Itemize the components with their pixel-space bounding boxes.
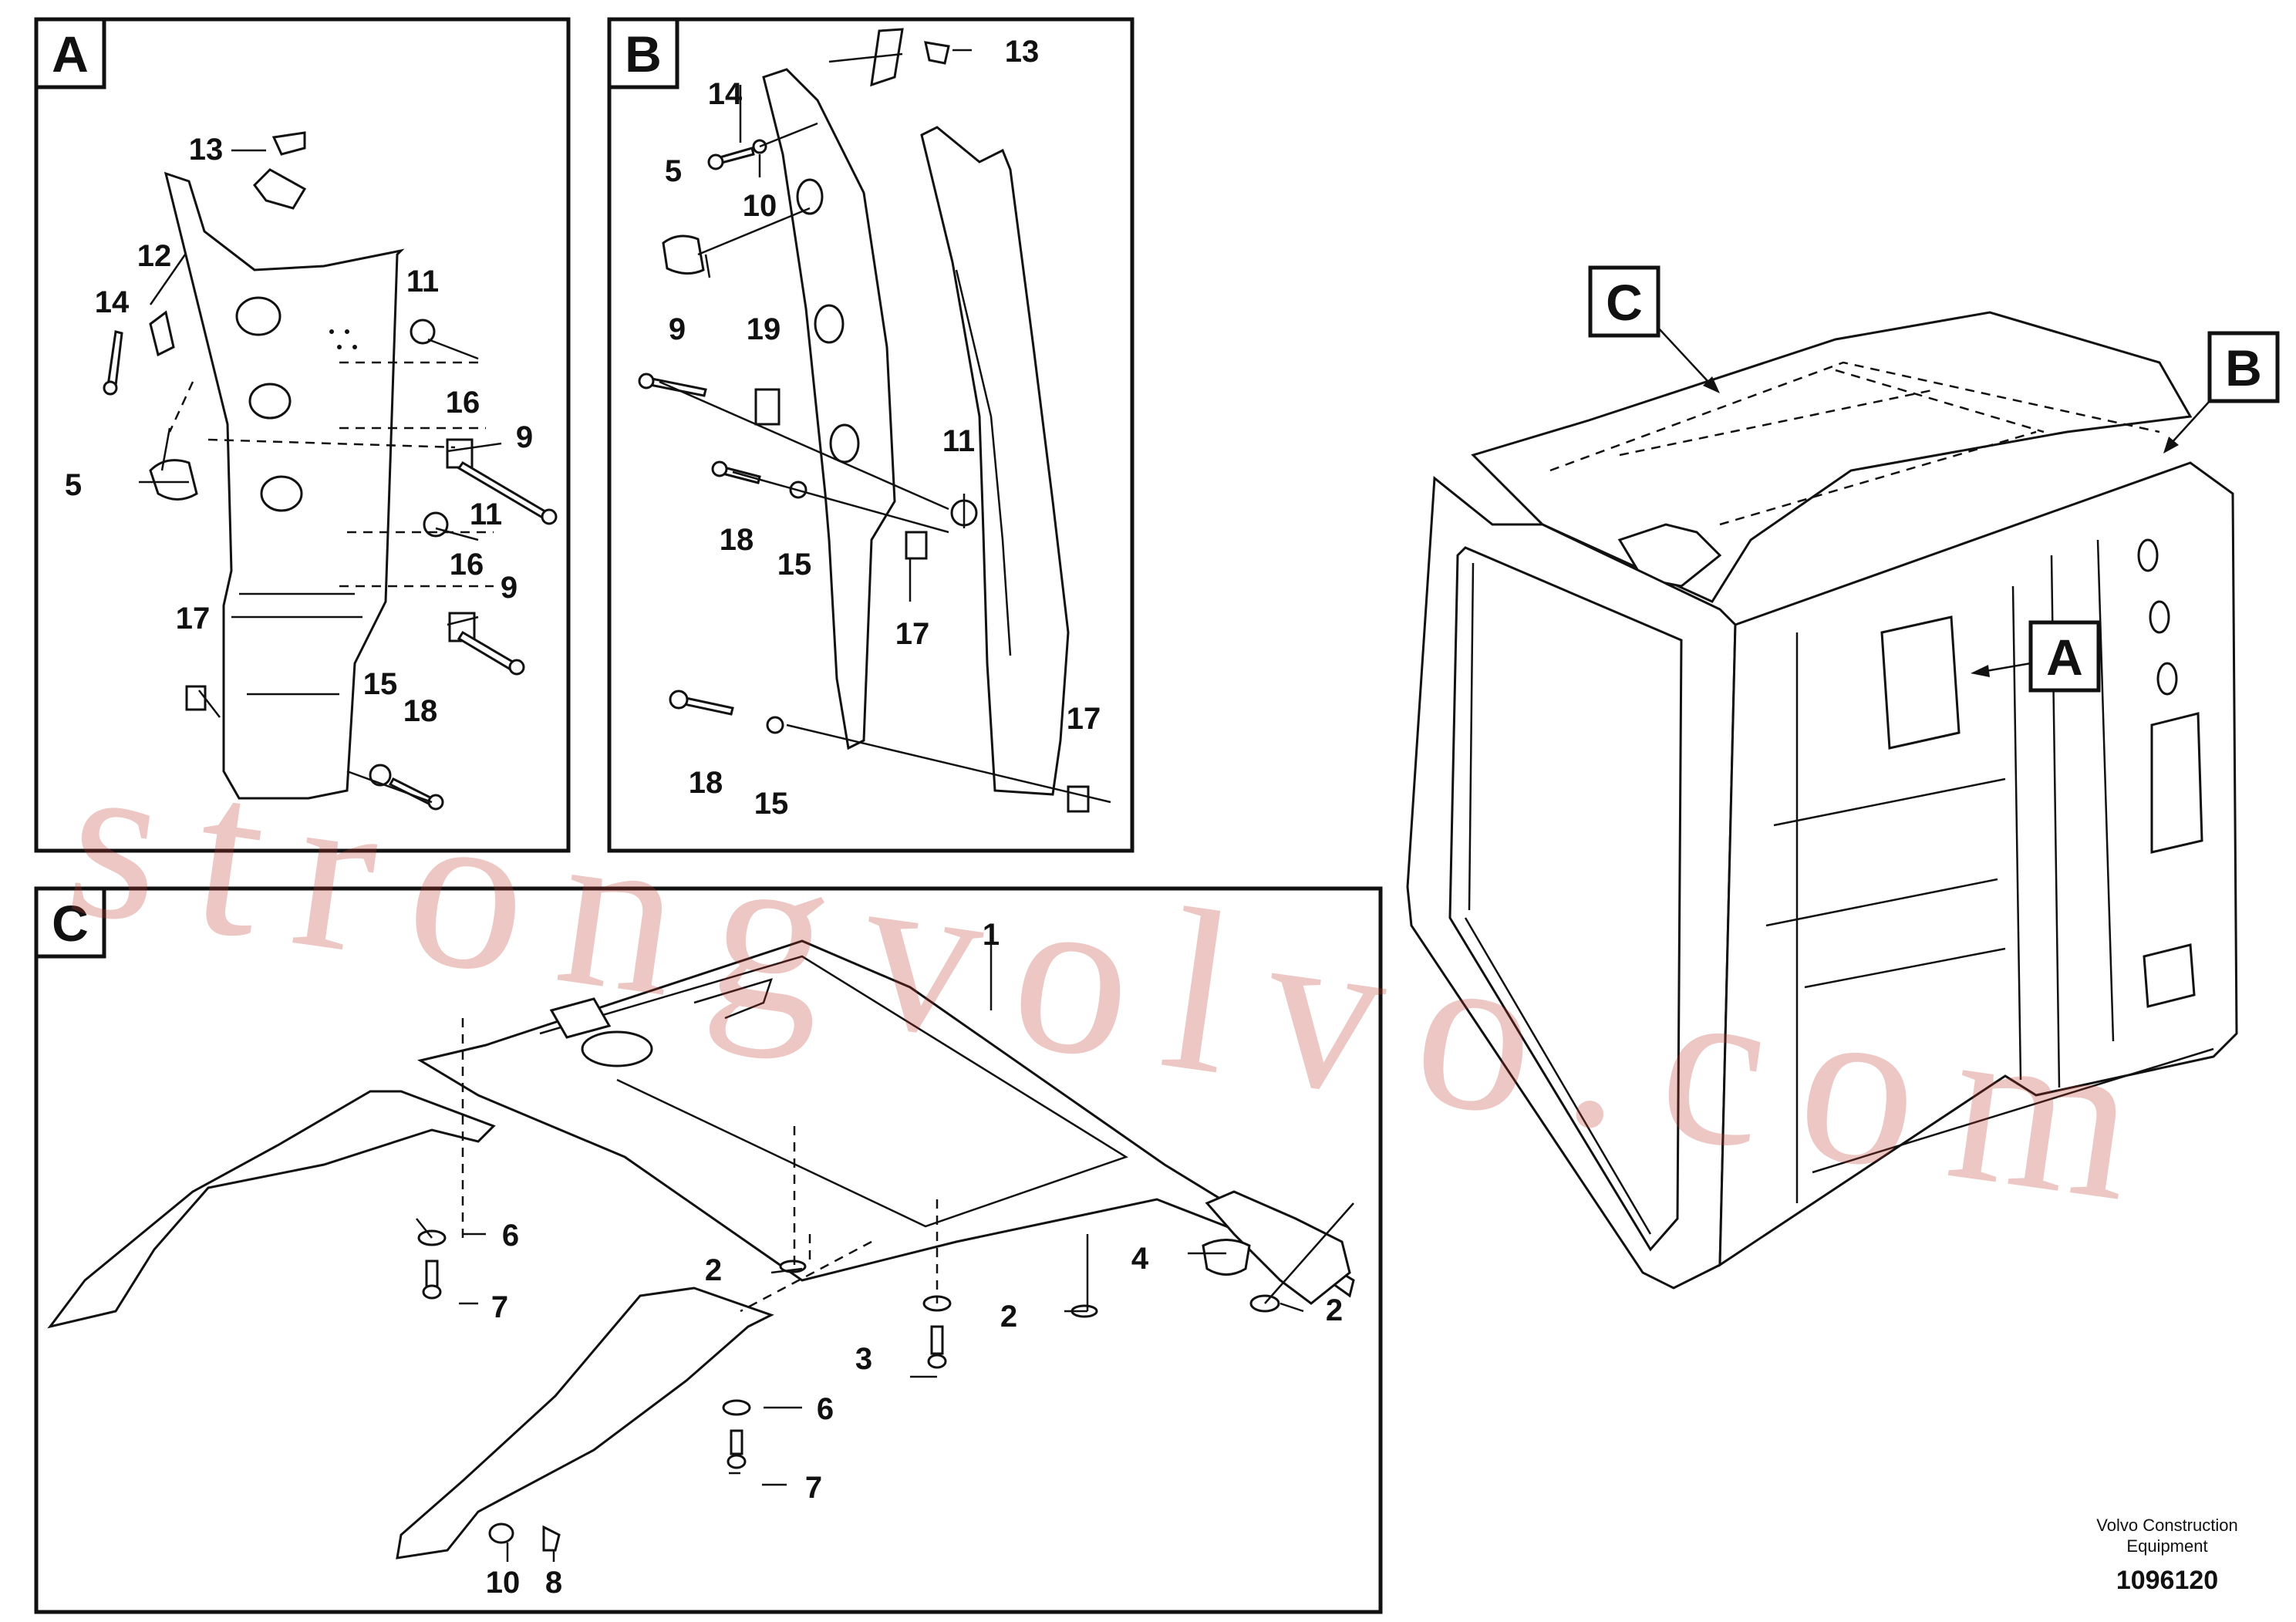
callout-label: 16 [446,386,480,420]
clip-icon [271,131,306,156]
callout-label: 11 [470,497,502,531]
dome-light-icon [1202,1239,1251,1276]
callout-label: 11 [406,265,439,298]
callout-label: 5 [65,468,82,502]
callout-label: 17 [895,617,930,651]
callout-label: 9 [501,571,518,605]
callout-label: 6 [817,1392,834,1426]
callout-label: 15 [777,548,812,582]
callout-label: 17 [176,602,211,636]
spacer-icon [754,388,781,426]
callout-label: 15 [363,667,398,701]
callout-label: 10 [486,1566,521,1600]
callout-label: 13 [189,133,224,167]
callout-label: 14 [708,77,743,111]
panel-a-tag: A [52,25,89,83]
callout-label: 6 [502,1219,519,1253]
panel-b: B 13 14 10 5 [607,17,1135,853]
panel-c-tag: C [52,895,89,952]
callout-label: 18 [403,694,438,728]
side-rail-left [47,1090,496,1329]
cable-clip-icon [662,234,705,275]
cab-overview: C B A [1406,265,2280,1290]
panel-c: C 1 6 7 2 3 2 4 2 6 [34,886,1383,1614]
callout-label: 2 [1000,1300,1017,1334]
callout-label: 18 [720,523,754,557]
callout-label: 17 [1067,702,1101,736]
cable-clip-icon [149,459,198,501]
overview-tag-c: C [1606,274,1643,331]
callout-label: 7 [491,1290,508,1324]
overview-tag-a: A [2046,629,2083,686]
panel-a: A 13 12 1 [34,17,571,853]
callout-label: 15 [754,787,789,821]
panel-b-tag: B [625,25,662,83]
spring-clip-icon [446,438,474,469]
callout-label: 8 [545,1566,562,1600]
callout-label: 2 [1326,1293,1343,1327]
callout-label: 16 [450,548,484,582]
clip-icon [924,41,950,65]
callout-label: 1 [983,918,1000,952]
callout-label: 7 [805,1471,822,1505]
callout-label: 9 [516,420,533,454]
overview-tag-b: B [2225,339,2262,396]
callout-label: 9 [669,312,686,346]
side-rail-right [396,1286,774,1560]
callout-label: 19 [747,312,781,346]
clamp-icon [149,310,175,357]
screw-icon [106,330,123,387]
callout-label: 14 [95,285,130,319]
callout-label: 12 [137,239,172,273]
company-name-line2: Equipment [2126,1536,2207,1556]
callout-label: 13 [1005,35,1040,69]
callout-label: 10 [743,189,777,223]
callout-label: 3 [855,1342,872,1376]
callout-label: 18 [689,766,723,800]
figure-number: 1096120 [2116,1566,2218,1595]
callout-label: 5 [665,154,682,188]
nut-icon [410,319,436,345]
callout-label: 4 [1131,1242,1149,1276]
callout-label: 2 [705,1253,722,1287]
callout-label: 11 [942,424,975,458]
company-name-line1: Volvo Construction [2096,1516,2237,1535]
footer: Volvo Construction Equipment 1096120 [2096,1516,2237,1595]
pillar-trim-b-front [762,68,896,750]
